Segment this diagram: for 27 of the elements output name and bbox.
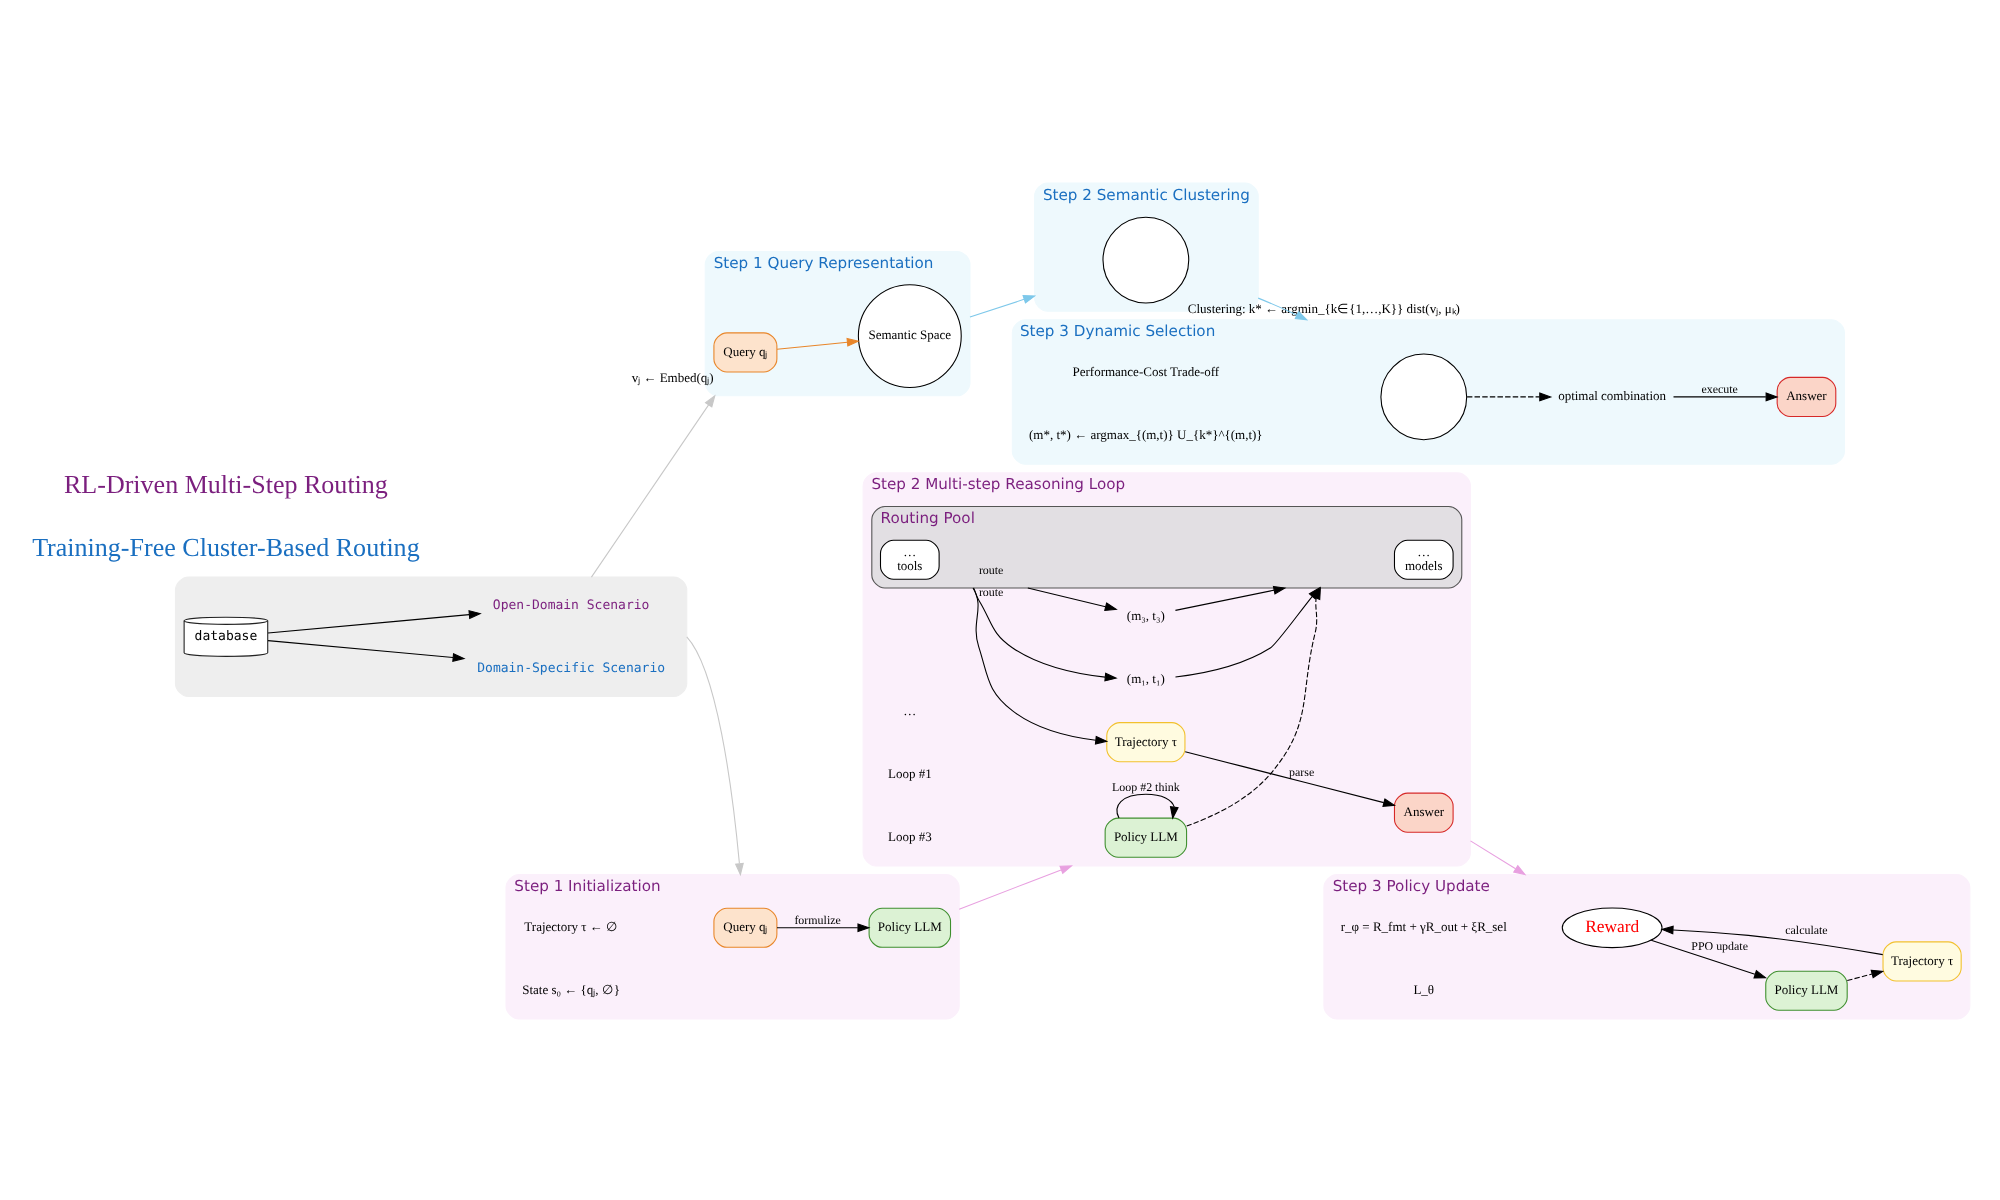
cluster (173, 575, 687, 697)
arrow (266, 639, 465, 662)
arrow (1845, 968, 1884, 981)
label: Training-Free Cluster-Based Routing (31, 530, 419, 561)
node-ellipse: Reward (1560, 906, 1662, 948)
arrow (1183, 750, 1395, 806)
arrow (775, 922, 870, 932)
arrow (1659, 924, 1883, 955)
label: RL-Driven Multi-Step Routing (62, 467, 387, 498)
arrow (1649, 938, 1767, 978)
arrow (1115, 792, 1178, 819)
arrow (685, 635, 743, 876)
arrow (775, 336, 859, 349)
arrow (1671, 391, 1778, 401)
node-circle (1101, 215, 1189, 303)
arrow (957, 864, 1073, 909)
arrow (1026, 586, 1117, 611)
arrow (266, 609, 481, 633)
arrow (1465, 391, 1552, 401)
arrow (972, 586, 1117, 681)
arrow (1468, 839, 1526, 875)
node-circle (1379, 352, 1467, 440)
arrow (589, 393, 715, 577)
arrow (1173, 584, 1286, 610)
arrow (971, 586, 1108, 744)
arrow (1256, 296, 1308, 320)
arrow (968, 294, 1036, 317)
